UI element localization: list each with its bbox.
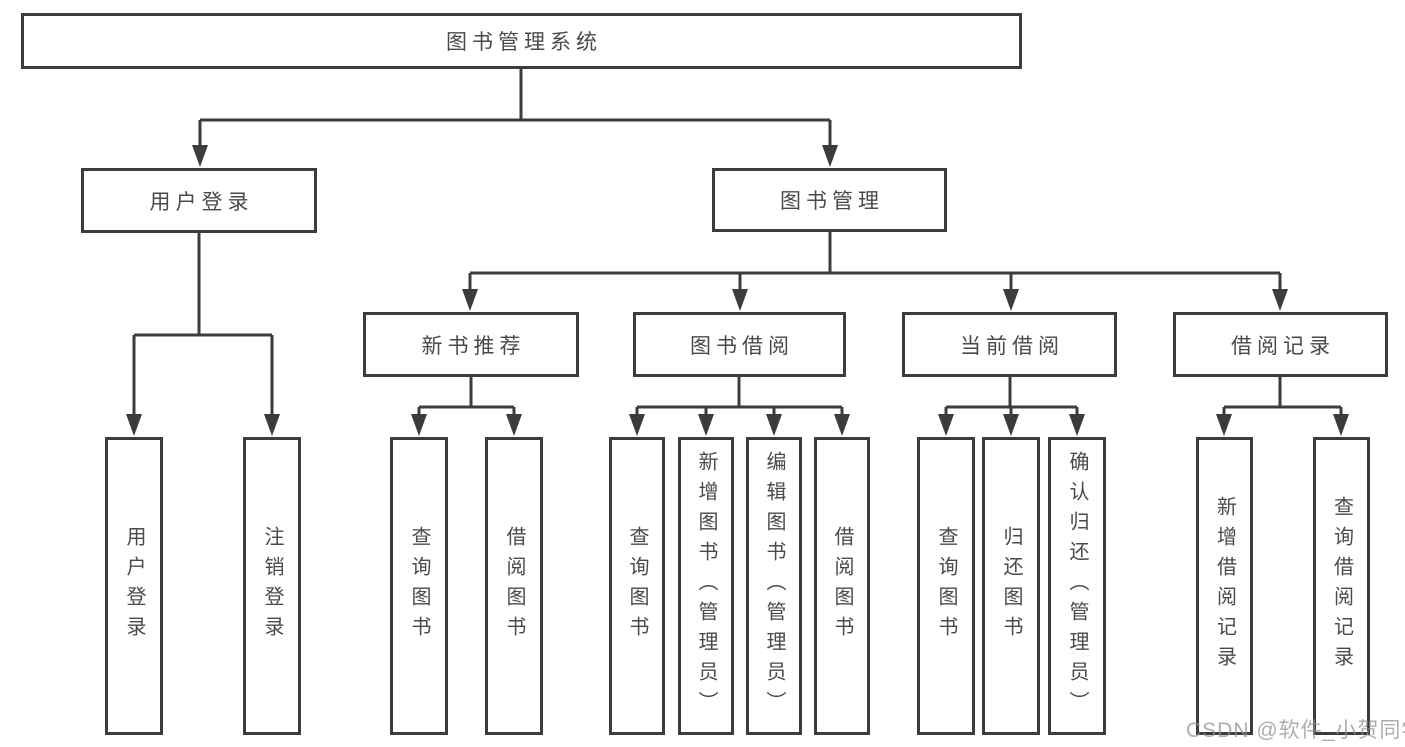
leaf-query-books-borrowing: 查询图书 (609, 437, 665, 735)
connector-root-lines (198, 69, 832, 146)
arrowheads-user-login (126, 414, 280, 436)
node-current-borrowing: 当前借阅 (902, 312, 1117, 377)
leaf-borrow-books-borrowing-label: 借阅图书 (831, 526, 853, 646)
leaf-logout-login-label: 注销登录 (261, 526, 283, 646)
leaf-query-books-borrowing-label: 查询图书 (626, 526, 648, 646)
node-book-borrowing-label: 图书借阅 (690, 334, 794, 358)
leaf-confirm-return-admin-label: 确认归还（管理员） (1066, 451, 1088, 721)
arrowheads-root (192, 145, 838, 167)
connector-book-management-lines (468, 232, 1282, 290)
node-new-book-recommend-label: 新书推荐 (421, 334, 526, 358)
leaf-query-books-current-label: 查询图书 (935, 526, 957, 646)
leaf-edit-books-admin: 编辑图书（管理员） (746, 437, 802, 735)
connector-new-book-lines (417, 377, 516, 415)
connector-user-login-lines (132, 233, 274, 415)
leaf-query-books-newbook-label: 查询图书 (408, 526, 430, 646)
leaf-add-borrow-record-label: 新增借阅记录 (1213, 496, 1236, 676)
leaf-user-login: 用户登录 (105, 437, 163, 735)
arrowheads-current-borrowing (938, 414, 1085, 436)
watermark: CSDN @软件_小贺同学 (1186, 719, 1405, 742)
node-book-borrowing: 图书借阅 (633, 312, 846, 377)
node-root-label: 图书管理系统 (446, 31, 602, 54)
arrowheads-new-book (411, 414, 522, 436)
node-current-borrowing-label: 当前借阅 (960, 334, 1064, 358)
connector-borrowing-records-lines (1222, 377, 1343, 415)
leaf-user-login-label: 用户登录 (123, 526, 145, 646)
node-user-login: 用户登录 (81, 168, 317, 233)
leaf-logout-login: 注销登录 (243, 437, 301, 735)
leaf-add-borrow-record: 新增借阅记录 (1196, 437, 1253, 735)
connector-current-borrowing-lines (944, 377, 1079, 415)
node-new-book-recommend: 新书推荐 (363, 312, 579, 377)
node-root: 图书管理系统 (21, 13, 1022, 69)
leaf-edit-books-admin-label: 编辑图书（管理员） (763, 451, 785, 721)
node-book-management-label: 图书管理 (780, 190, 884, 213)
leaf-add-books-admin-label: 新增图书（管理员） (695, 451, 717, 721)
arrowheads-borrowing-records (1216, 414, 1349, 436)
leaf-return-books-label: 归还图书 (1000, 526, 1022, 646)
node-borrowing-records-label: 借阅记录 (1231, 334, 1335, 358)
arrowheads-book-borrowing (629, 414, 850, 436)
node-book-management: 图书管理 (712, 168, 947, 232)
node-user-login-label: 用户登录 (149, 190, 254, 214)
leaf-query-books-newbook: 查询图书 (390, 437, 448, 735)
leaf-return-books: 归还图书 (982, 437, 1040, 735)
leaf-add-books-admin: 新增图书（管理员） (678, 437, 734, 735)
leaf-query-books-current: 查询图书 (917, 437, 975, 735)
leaf-borrow-books-borrowing: 借阅图书 (814, 437, 870, 735)
arrowheads-book-management (462, 289, 1288, 311)
leaf-confirm-return-admin: 确认归还（管理员） (1048, 437, 1106, 735)
leaf-borrow-books-newbook-label: 借阅图书 (503, 526, 525, 646)
node-borrowing-records: 借阅记录 (1173, 312, 1388, 377)
connector-book-borrowing-lines (635, 377, 844, 415)
leaf-query-borrow-record: 查询借阅记录 (1313, 437, 1370, 735)
leaf-borrow-books-newbook: 借阅图书 (485, 437, 543, 735)
leaf-query-borrow-record-label: 查询借阅记录 (1330, 496, 1353, 676)
